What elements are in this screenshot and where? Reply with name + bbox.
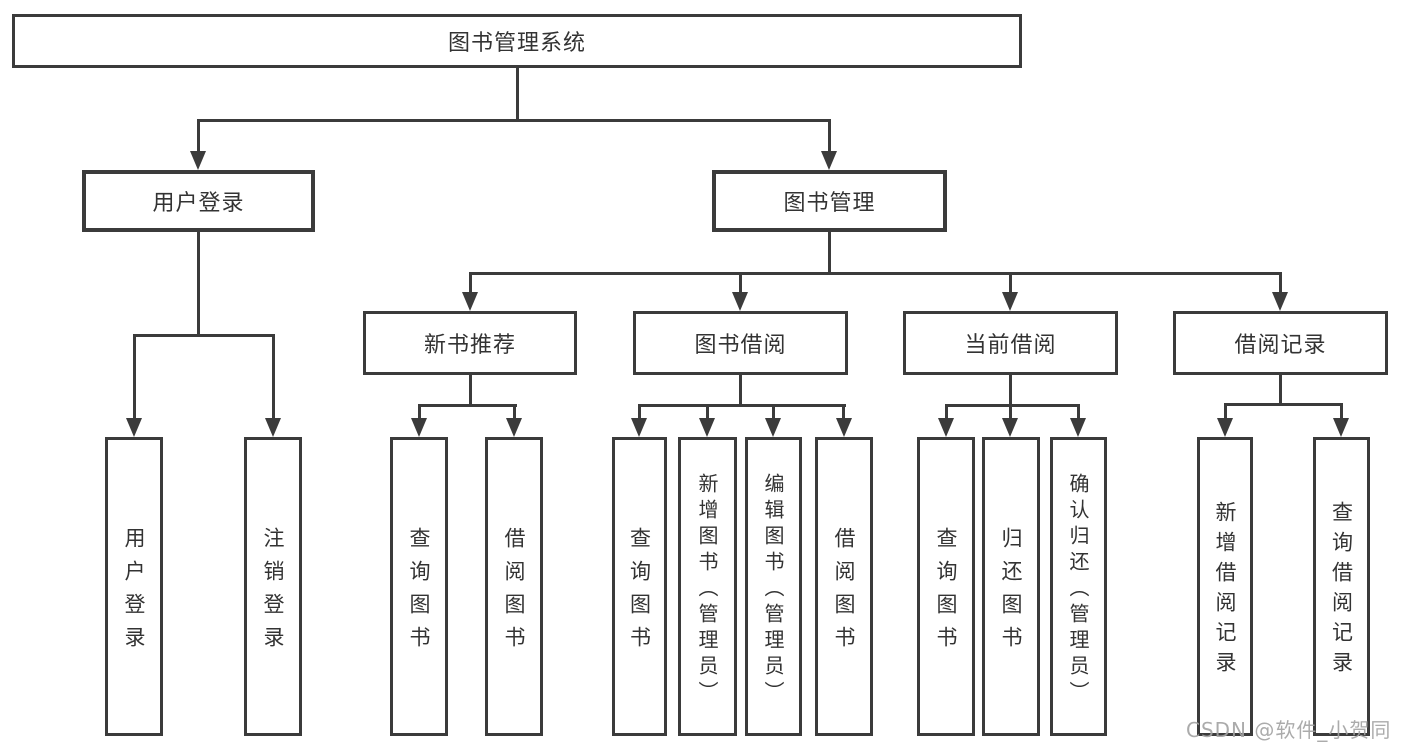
node-label: 查询图书	[627, 526, 652, 659]
node-label: 查询图书	[934, 526, 958, 659]
leaf-logout: 注销登录	[244, 437, 302, 736]
node-label: 借阅图书	[502, 526, 526, 659]
node-label: 新增图书（管理员）	[695, 472, 719, 707]
leaf-query-borrow-record: 查询借阅记录	[1313, 437, 1370, 736]
leaf-return-books: 归还图书	[982, 437, 1040, 736]
arrowhead-user-login	[190, 151, 206, 170]
arrowhead-borrow-books-2	[836, 418, 852, 437]
node-library-management-system: 图书管理系统	[12, 14, 1022, 68]
leaf-add-books-admin: 新增图书（管理员）	[678, 437, 737, 736]
arrowhead-edit-books	[765, 418, 781, 437]
node-label: 新书推荐	[423, 333, 516, 358]
node-label: 新增借阅记录	[1213, 501, 1237, 681]
connector-userlogin-vertical	[197, 232, 200, 337]
csdn-watermark: CSDN @软件_小贺同学	[1186, 718, 1392, 742]
arrowhead-query-record	[1333, 418, 1349, 437]
arrowhead-confirm-return	[1070, 418, 1086, 437]
arrowhead-current-borrow	[1002, 292, 1018, 311]
arrowhead-book-management	[821, 151, 837, 170]
connector-stem-edit-books	[772, 404, 775, 420]
connector-stem-query-books-2	[638, 404, 641, 420]
connector-stem-add-record	[1224, 403, 1227, 420]
node-book-borrowing: 图书借阅	[633, 311, 848, 375]
leaf-confirm-return-admin: 确认归还（管理员）	[1050, 437, 1107, 736]
connector-bookmgmt-horizontal	[469, 272, 1282, 275]
arrowhead-borrow-records	[1272, 292, 1288, 311]
connector-currentborrow-vertical	[1009, 375, 1012, 407]
leaf-query-books-recommend: 查询图书	[390, 437, 448, 736]
connector-records-vertical	[1279, 375, 1282, 406]
connector-bookborrow-horizontal	[638, 404, 846, 407]
node-label: 图书管理系统	[447, 31, 586, 56]
connector-records-horizontal	[1224, 403, 1343, 406]
connector-stem-confirm-return	[1077, 404, 1080, 420]
node-label: 图书管理	[783, 191, 876, 216]
connector-stem-user-login	[197, 119, 200, 153]
connector-stem-book-borrow	[739, 272, 742, 294]
node-label: 归还图书	[999, 526, 1023, 659]
arrowhead-leaf-user-login	[126, 418, 142, 437]
node-label: 注销登录	[261, 526, 285, 659]
connector-stem-borrow-books-1	[513, 404, 516, 420]
node-label: 查询图书	[407, 526, 431, 659]
connector-stem-borrow-books-2	[842, 404, 845, 420]
connector-newbook-horizontal	[418, 404, 517, 407]
connector-stem-return-books	[1009, 404, 1012, 420]
leaf-query-books-current: 查询图书	[917, 437, 975, 736]
connector-stem-current-borrow	[1009, 272, 1012, 294]
connector-stem-leaf-logout	[272, 334, 275, 420]
node-label: 图书借阅	[694, 333, 787, 358]
node-borrowing-records: 借阅记录	[1173, 311, 1388, 375]
node-book-management: 图书管理	[712, 170, 947, 232]
node-label: 查询借阅记录	[1329, 501, 1354, 681]
connector-currentborrow-horizontal	[945, 404, 1079, 407]
node-new-book-recommendation: 新书推荐	[363, 311, 577, 375]
leaf-user-login: 用户登录	[105, 437, 163, 736]
arrowhead-new-book	[462, 292, 478, 311]
connector-stem-query-record	[1340, 403, 1343, 420]
node-label: 借阅图书	[832, 526, 856, 659]
leaf-borrow-books-borrowing: 借阅图书	[815, 437, 873, 736]
leaf-edit-books-admin: 编辑图书（管理员）	[745, 437, 802, 736]
node-user-login: 用户登录	[82, 170, 315, 232]
leaf-borrow-books-recommend: 借阅图书	[485, 437, 543, 736]
connector-stem-new-book	[469, 272, 472, 294]
node-label: 借阅记录	[1234, 333, 1327, 358]
node-label: 用户登录	[152, 191, 245, 216]
connector-bookborrow-vertical	[739, 375, 742, 407]
connector-userlogin-horizontal	[133, 334, 275, 337]
connector-newbook-vertical	[469, 375, 472, 407]
leaf-add-borrow-record: 新增借阅记录	[1197, 437, 1253, 736]
arrowhead-query-books-3	[938, 418, 954, 437]
node-label: 当前借阅	[964, 333, 1057, 358]
connector-stem-query-books-3	[945, 404, 948, 420]
arrowhead-leaf-logout	[265, 418, 281, 437]
arrowhead-query-books-2	[631, 418, 647, 437]
connector-root-vertical	[516, 68, 519, 121]
arrowhead-borrow-books-1	[506, 418, 522, 437]
node-current-borrowing: 当前借阅	[903, 311, 1118, 375]
arrowhead-add-books	[699, 418, 715, 437]
node-label: 编辑图书（管理员）	[761, 472, 785, 707]
connector-stem-add-books	[706, 404, 709, 420]
arrowhead-book-borrow	[732, 292, 748, 311]
connector-stem-query-books-1	[418, 404, 421, 420]
connector-root-horizontal	[197, 119, 831, 122]
arrowhead-query-books-1	[411, 418, 427, 437]
arrowhead-add-record	[1217, 418, 1233, 437]
leaf-query-books-borrowing: 查询图书	[612, 437, 667, 736]
arrowhead-return-books	[1002, 418, 1018, 437]
connector-stem-borrow-records	[1279, 272, 1282, 294]
connector-stem-leaf-user-login	[133, 334, 136, 420]
connector-stem-book-management	[828, 119, 831, 153]
node-label: 确认归还（管理员）	[1066, 472, 1090, 707]
node-label: 用户登录	[122, 526, 146, 659]
connector-bookmgmt-vertical	[828, 232, 831, 275]
